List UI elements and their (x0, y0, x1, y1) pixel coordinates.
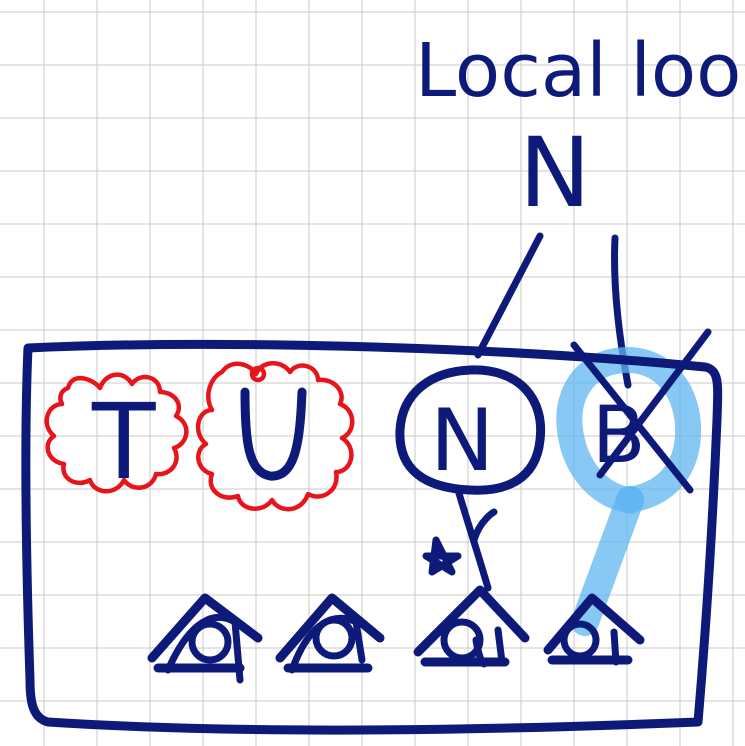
cloud-u-knot (249, 365, 267, 383)
cross-stroke-1 (570, 341, 694, 494)
box-node-u-stroke (240, 387, 307, 481)
annotation-text: Local loop (415, 28, 745, 114)
box-node-u-label: U (240, 451, 255, 475)
star-scribble (422, 536, 462, 576)
leaf-1 (147, 593, 263, 684)
circle-n (395, 365, 546, 495)
cloud-t (44, 372, 189, 494)
leaf-3 (413, 585, 530, 668)
leaf-2 (275, 593, 385, 674)
box-node-t-label: T (91, 381, 156, 503)
leaf-4 (543, 593, 645, 666)
edge-n-branch (470, 508, 498, 544)
highlight-dot (616, 486, 644, 514)
top-node-label: N (519, 117, 591, 229)
cross-stroke-2 (596, 328, 712, 479)
enclosing-box (21, 339, 723, 735)
cloud-u (195, 361, 355, 512)
edge-top-to-n (474, 232, 544, 359)
box-node-n-label: N (430, 391, 494, 491)
